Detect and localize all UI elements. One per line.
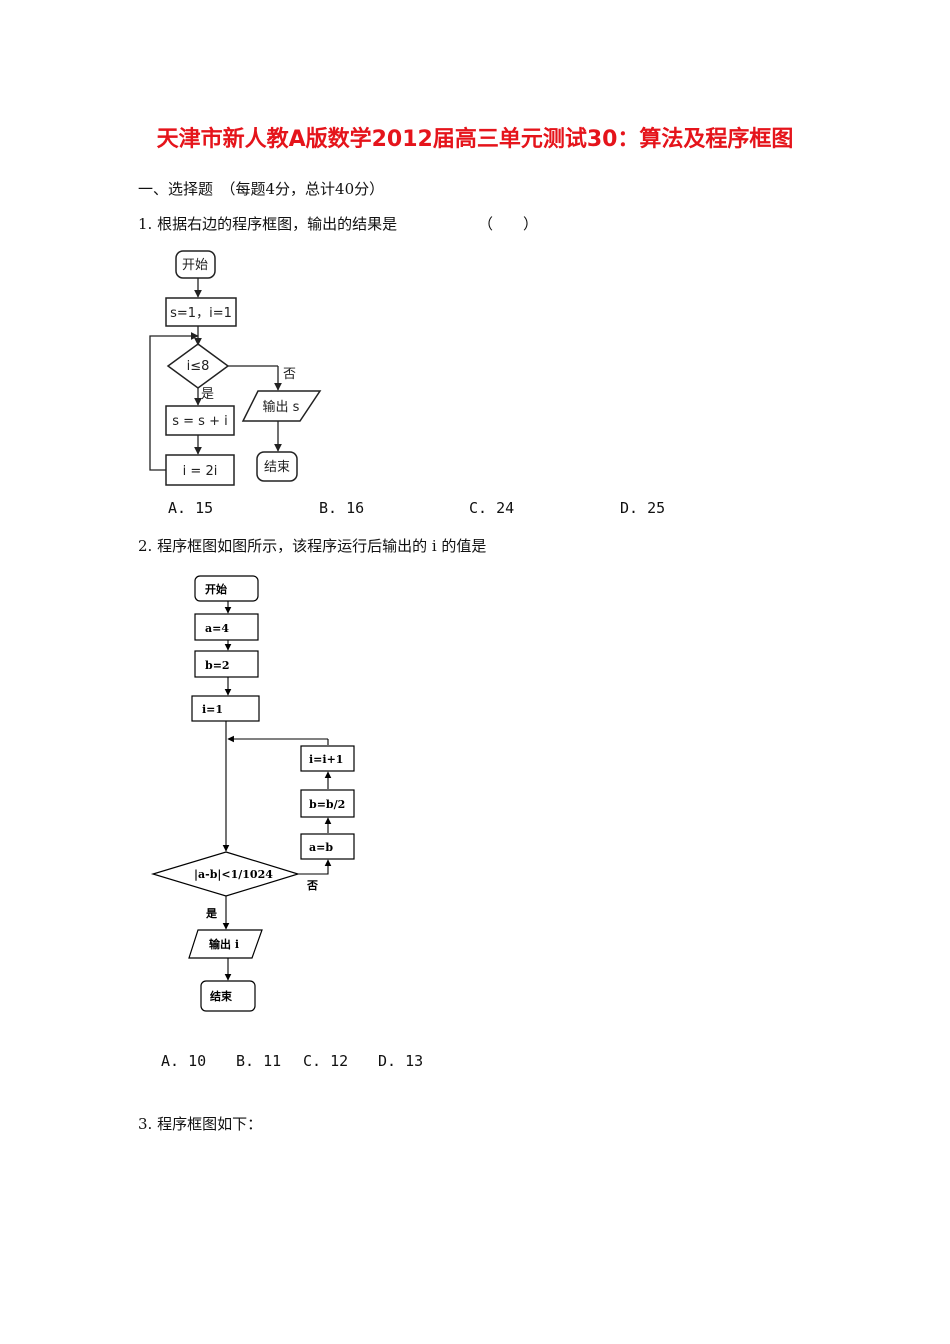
fc2-end-box <box>200 980 256 1012</box>
fc1-output-box <box>241 390 322 422</box>
fc2-half-b-box <box>300 789 355 818</box>
fc2-assign-i-text: i=1 <box>202 703 223 716</box>
q2-option-d: D. 13 <box>378 1052 424 1070</box>
fc2-start-text: 开始 <box>205 582 227 596</box>
question-2-stem: 2. 程序框图如图所示，该程序运行后输出的 i 的值是 <box>138 537 487 555</box>
fc2-copy-a-text: a=b <box>309 841 333 854</box>
fc2-yes-label: 是 <box>205 907 218 920</box>
fc2-assign-a-box <box>194 613 259 641</box>
fc1-yes-label: 是 <box>201 387 214 402</box>
fc2-output-text: 输出 i <box>209 937 239 951</box>
fc2-assign-a-text: a=4 <box>205 622 229 635</box>
q2-option-a: A. 10 <box>161 1052 207 1070</box>
q1-option-b: B. 16 <box>319 499 365 517</box>
question-3-stem: 3. 程序框图如下： <box>138 1115 263 1133</box>
fc1-end-text: 结束 <box>264 460 290 475</box>
question-1-answer-bracket: （ ） <box>478 215 539 233</box>
fc1-start-box <box>175 250 216 279</box>
question-1-stem: 1. 根据右边的程序框图，输出的结果是 <box>138 215 398 233</box>
fc1-init-box <box>165 297 237 327</box>
q1-option-a: A. 15 <box>168 499 214 517</box>
page-title: 天津市新人教A版数学2012届高三单元测试30：算法及程序框图 <box>156 127 794 152</box>
q1-option-d: D. 25 <box>620 499 666 517</box>
fc2-output-box <box>188 929 263 959</box>
fc1-update-i-text: i = 2i <box>183 464 218 479</box>
fc1-start-text: 开始 <box>182 258 208 273</box>
fc1-no-label: 否 <box>283 367 296 382</box>
fc1-init-text: s=1，i=1 <box>170 306 232 321</box>
q2-option-b: B. 11 <box>236 1052 282 1070</box>
section-heading: 一、选择题 （每题4分，总计40分） <box>138 180 385 198</box>
fc1-output-text: 输出 s <box>263 399 300 415</box>
fc2-start-box <box>194 575 259 602</box>
q2-option-c: C. 12 <box>303 1052 349 1070</box>
fc1-condition-text: i≤8 <box>187 359 210 374</box>
fc2-end-text: 结束 <box>209 989 233 1003</box>
fc2-inc-i-box <box>300 745 355 772</box>
fc2-copy-a-box <box>300 833 355 860</box>
fc1-update-s-box <box>165 405 235 436</box>
fc1-end-box <box>256 451 298 482</box>
fc2-no-label: 否 <box>306 879 318 892</box>
fc2-half-b-text: b=b/2 <box>309 798 345 811</box>
fc1-update-s-text: s = s + i <box>172 414 227 429</box>
fc2-assign-b-text: b=2 <box>205 659 230 672</box>
fc2-assign-b-box <box>194 650 259 678</box>
fc2-condition-text: |a-b|<1/1024 <box>194 868 273 881</box>
q1-option-c: C. 24 <box>469 499 515 517</box>
fc2-inc-i-text: i=i+1 <box>309 753 343 766</box>
